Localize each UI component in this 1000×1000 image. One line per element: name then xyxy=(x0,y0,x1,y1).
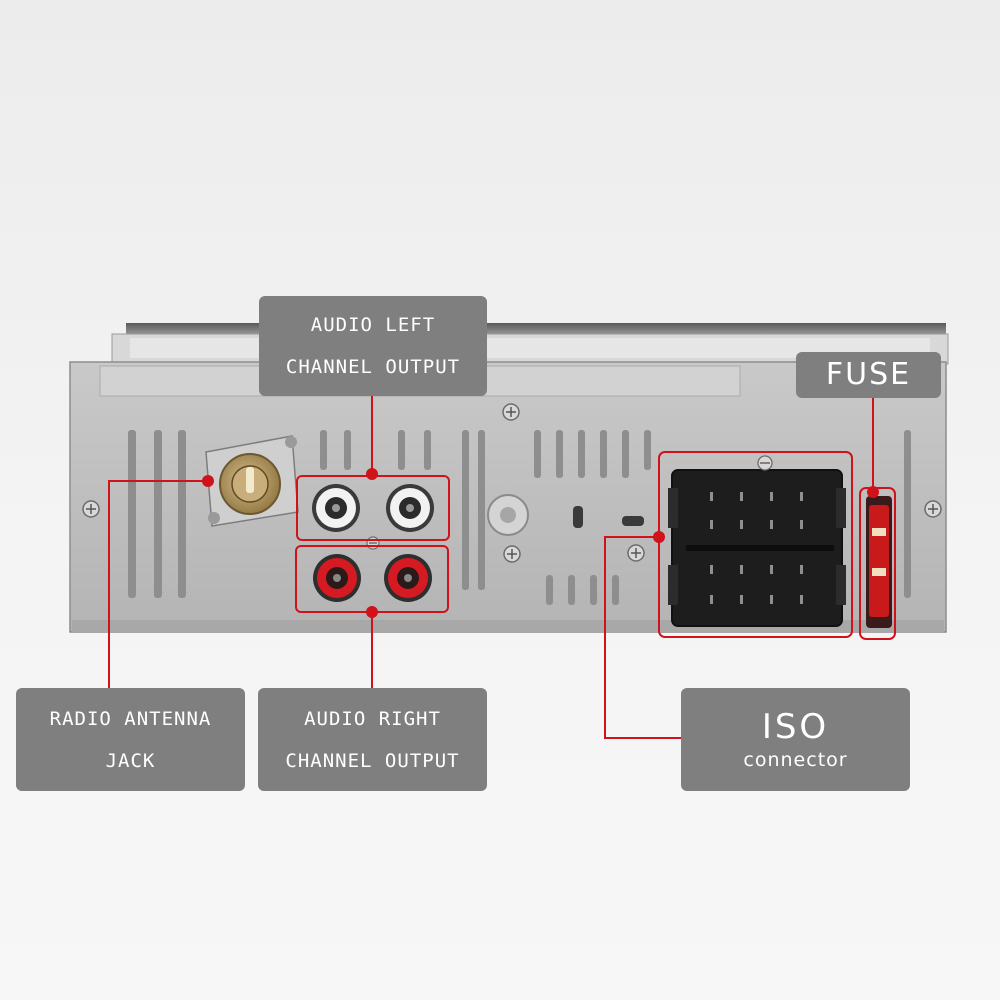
audio-right-line2: CHANNEL OUTPUT xyxy=(285,749,460,772)
screw-icon xyxy=(627,544,645,562)
screw-icon xyxy=(82,500,100,518)
iso-line2: connector xyxy=(743,748,848,771)
screw-icon xyxy=(503,545,521,563)
rca-jack-red-1 xyxy=(313,554,361,602)
fuse-label: FUSE xyxy=(796,352,941,398)
rca-jack-white-2 xyxy=(386,484,434,532)
audio-right-line1: AUDIO RIGHT xyxy=(304,707,441,730)
audio-right-channel-label: AUDIO RIGHT CHANNEL OUTPUT xyxy=(258,688,487,791)
vent-slots xyxy=(128,430,911,605)
rca-jack-white-1 xyxy=(312,484,360,532)
audio-left-channel-label: AUDIO LEFT CHANNEL OUTPUT xyxy=(259,296,487,396)
radio-antenna-line1: RADIO ANTENNA xyxy=(49,707,212,730)
screw-icon xyxy=(366,536,380,550)
radio-antenna-line2: JACK xyxy=(105,749,156,772)
iso-connector xyxy=(668,455,846,627)
fuse-line1: FUSE xyxy=(825,357,912,392)
iso-line1: ISO xyxy=(761,706,830,747)
screw-icon xyxy=(502,403,520,421)
callout-leader-lines xyxy=(108,395,874,739)
audio-left-line1: AUDIO LEFT xyxy=(310,314,436,336)
audio-left-line2: CHANNEL OUTPUT xyxy=(285,356,461,378)
antenna-jack xyxy=(205,435,299,527)
callout-dots xyxy=(202,468,879,618)
rca-jack-red-2 xyxy=(384,554,432,602)
screw-icon xyxy=(924,500,942,518)
chassis-mount-hole xyxy=(487,494,644,536)
fuse xyxy=(866,496,892,628)
radio-antenna-jack-label: RADIO ANTENNA JACK xyxy=(16,688,245,791)
iso-connector-label: ISO connector xyxy=(681,688,910,791)
